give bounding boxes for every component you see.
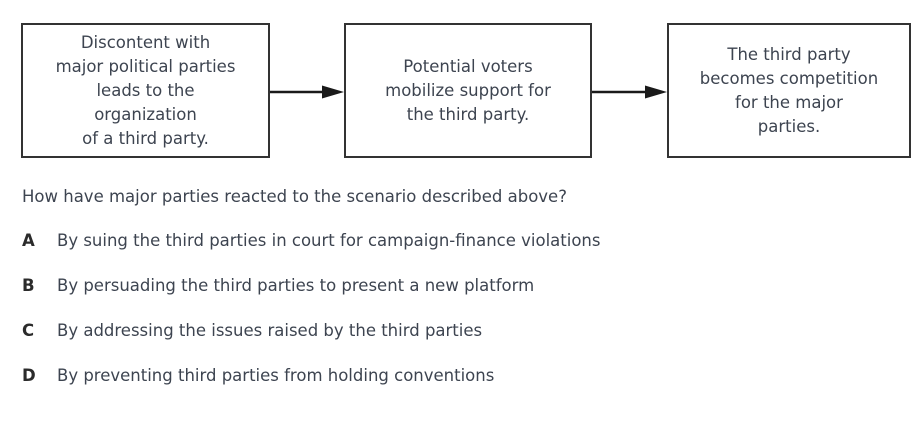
answer-text-d: By preventing third parties from holding… xyxy=(57,366,495,385)
flow-box-1: Discontent with major political parties … xyxy=(21,23,270,158)
answer-option-c[interactable]: C By addressing the issues raised by the… xyxy=(22,320,902,342)
answer-letter-d: D xyxy=(22,366,36,385)
flow-box-3-text: The third party becomes competition for … xyxy=(699,44,879,136)
answer-text-c: By addressing the issues raised by the t… xyxy=(57,321,483,340)
question-block: How have major parties reacted to the sc… xyxy=(22,186,902,410)
answer-option-d[interactable]: D By preventing third parties from holdi… xyxy=(22,365,902,387)
flow-box-2: Potential voters mobilize support for th… xyxy=(344,23,592,158)
answer-letter-c: C xyxy=(22,321,35,340)
answer-text-b: By persuading the third parties to prese… xyxy=(57,276,535,295)
answer-option-b[interactable]: B By persuading the third parties to pre… xyxy=(22,275,902,297)
answer-letter-a: A xyxy=(22,231,35,250)
flow-diagram: Discontent with major political parties … xyxy=(0,0,924,175)
flow-box-1-text: Discontent with major political parties … xyxy=(55,32,236,148)
flow-arrow-1-right-icon xyxy=(270,84,344,99)
answer-letter-b: B xyxy=(22,276,35,295)
flow-box-2-text: Potential voters mobilize support for th… xyxy=(385,56,551,124)
flow-box-3: The third party becomes competition for … xyxy=(667,23,911,158)
answer-text-a: By suing the third parties in court for … xyxy=(57,231,601,250)
answer-option-a[interactable]: A By suing the third parties in court fo… xyxy=(22,230,902,252)
flow-arrow-2-right-icon xyxy=(592,84,667,99)
question-prompt: How have major parties reacted to the sc… xyxy=(22,187,567,206)
